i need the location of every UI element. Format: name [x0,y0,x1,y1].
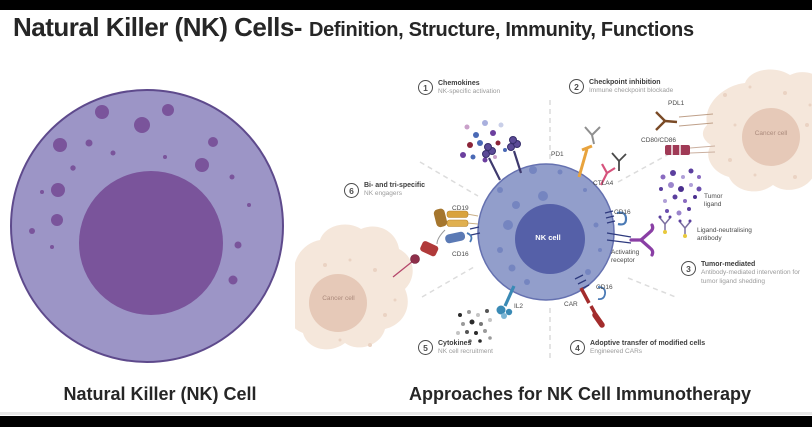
nk-cell-granules [29,104,251,285]
cd19-label: CD19 [452,205,469,212]
immunotherapy-diagram [295,69,812,358]
cd80-cd86-ligand-icon [665,145,716,155]
pd1-label: PD1 [551,151,564,158]
annotation-2-title: Checkpoint inhibition [589,79,661,86]
annotation-1-number: 1 [423,82,428,93]
annotation-6-desc: NK engagers [364,190,402,198]
annotation-3-desc: Antibody-mediated intervention for tumor… [701,269,801,285]
annotation-5-number: 5 [423,342,428,353]
annotation-4-desc: Engineered CARs [590,348,643,356]
cancer-cell-top-nucleus [742,108,800,166]
annotation-4: Adoptive transfer of modified cells Engi… [590,339,705,357]
annotation-2-badge: 2 [569,79,584,94]
cd16-left-label: CD16 [452,251,469,258]
central-nk-cell-nucleus [515,204,585,274]
cancer-cell-top-label: Cancer cell [754,130,788,137]
cd16-car-label: CD16 [596,284,613,291]
central-nk-cell-granules [497,166,602,285]
car-label: CAR [564,301,578,308]
cd80-cd86-label: CD80/CD86 [641,137,677,144]
pdl1-antibody-icon [655,111,714,131]
cd16-left-icon [445,226,481,244]
ctla4-receptor-icon [600,152,627,186]
page-title: Natural Killer (NK) Cells- Definition, S… [13,12,694,43]
ligand-neutralising-antibody-label: Ligand-neutralising antibody [697,227,752,243]
annotation-6-title: Bi- and tri-specific [364,182,426,189]
cancer-cell-bottom-label: Cancer cell [322,295,355,302]
cd16-right-icon [604,210,628,226]
car-receptor-icon [574,274,605,328]
annotation-5: Cytokines NK cell recruitment [438,339,493,357]
top-black-bar [0,0,812,10]
annotation-1-desc: NK-specific activation [438,88,501,96]
annotation-5-desc: NK cell recruitment [438,348,493,356]
annotation-4-title: Adoptive transfer of modified cells [590,340,706,347]
bottom-divider-line [0,412,812,415]
ctla4-label: CTLA4 [593,180,614,187]
cd16-car-icon [597,286,607,301]
annotation-3-number: 3 [686,263,691,274]
activating-receptor-icon [606,223,655,257]
nk-cell-illustration [10,89,284,363]
tumor-ligand-dots-icon [659,168,702,216]
activating-receptor-label: Activating receptor [611,249,640,265]
right-panel-caption: Approaches for NK Cell Immunotherapy [408,384,752,404]
pdl1-label: PDL1 [668,100,685,107]
annotation-1-title: Chemokines [438,80,480,87]
annotation-1: Chemokines NK-specific activation [438,79,500,97]
annotation-2: Checkpoint inhibition Immune checkpoint … [589,78,673,96]
il2-receptor-icon [496,285,516,319]
annotation-1-badge: 1 [418,80,433,95]
annotation-5-title: Cytokines [438,340,472,347]
chemokine-dots-icon [460,120,507,163]
annotation-6-badge: 6 [344,183,359,198]
annotation-2-desc: Immune checkpoint blockade [589,87,674,95]
pd1-receptor-icon [577,126,601,178]
cancer-cell-bottom-nucleus [309,274,367,332]
page-title-main: Natural Killer (NK) Cells- [13,12,302,42]
annotation-3: Tumor-mediated Antibody-mediated interve… [701,260,811,286]
bispecific-engager-icon [410,229,446,264]
left-panel-caption: Natural Killer (NK) Cell [63,384,257,404]
page-title-sub: Definition, Structure, Immunity, Functio… [308,19,694,41]
annotation-6-number: 6 [349,185,354,196]
annotation-2-number: 2 [574,81,579,92]
cancer-cell-top [702,69,812,192]
annotation-4-badge: 4 [570,340,585,355]
engager-link-line [392,260,414,278]
annotation-6: Bi- and tri-specific NK engagers [364,181,449,199]
cd16-right-label: CD16 [614,209,631,216]
central-nk-cell-label: NK cell [535,233,561,242]
cd19-receptor-icon [433,208,479,228]
bottom-black-bar [0,416,812,427]
annotation-3-badge: 3 [681,261,696,276]
tumor-ligand-label: Tumor ligand [704,193,723,209]
il2-label: IL2 [514,303,524,310]
cancer-cell-bottom-speckles [318,258,397,347]
nk-cell-nucleus [79,171,223,315]
ligand-neutralising-antibody-icon [658,215,692,238]
annotation-5-badge: 5 [418,340,433,355]
cancer-cell-top-speckles [723,85,812,179]
annotation-4-number: 4 [575,342,580,353]
annotation-3-title: Tumor-mediated [701,261,756,268]
cancer-cell-bottom [295,224,414,350]
cytokine-dots-icon [456,309,492,343]
chemokine-receptor-icon [482,136,523,181]
